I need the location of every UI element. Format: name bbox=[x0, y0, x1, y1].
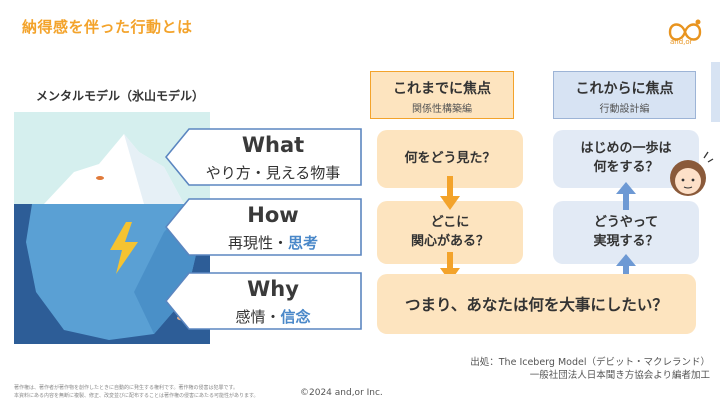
future-focus-subtitle: 行動設計編 bbox=[599, 104, 650, 115]
thinking-person-icon bbox=[670, 151, 714, 196]
past-box-how-line2: 関心がある？ bbox=[410, 233, 489, 249]
future-box-how-line1: どうやって bbox=[593, 214, 659, 230]
arrow-down-icon bbox=[440, 176, 460, 210]
future-focus-title: これからに焦点 bbox=[575, 81, 674, 97]
arrow-up-icon bbox=[616, 182, 636, 210]
past-focus-title: これまでに焦点 bbox=[393, 81, 491, 97]
why-subtitle: 感情・信念 bbox=[188, 306, 358, 327]
why-heading: Why bbox=[247, 277, 299, 301]
why-subtitle-plain: 感情・ bbox=[235, 308, 281, 326]
future-box-what-line2: 何をする？ bbox=[593, 160, 659, 175]
source-citation: 出処：The Iceberg Model（デビット・マクレランド） 一般社団法人… bbox=[420, 357, 710, 383]
future-box-what-line1: はじめの一歩は bbox=[580, 141, 672, 157]
future-focus-header: これからに焦点 行動設計編 bbox=[553, 71, 696, 119]
what-row-arrow bbox=[165, 128, 362, 186]
what-subtitle: やり方・見える物事 bbox=[205, 164, 341, 182]
future-box-how-line2: 実現する？ bbox=[593, 233, 659, 249]
how-row-arrow bbox=[165, 198, 362, 256]
how-heading: How bbox=[247, 203, 299, 227]
how-subtitle-plain: 再現性・ bbox=[227, 234, 288, 252]
future-box-what: はじめの一歩は 何をする？ bbox=[553, 130, 699, 188]
how-subtitle: 再現性・思考 bbox=[188, 232, 358, 253]
why-subtitle-highlight: 信念 bbox=[280, 308, 311, 326]
source-line-2: 一般社団法人日本聞き方協会より編者加工 bbox=[529, 369, 710, 381]
infinity-logo-icon bbox=[668, 19, 702, 41]
mental-model-label: メンタルモデル（氷山モデル） bbox=[36, 89, 205, 103]
logo-text: and,or bbox=[670, 38, 693, 46]
lightning-icon bbox=[110, 222, 138, 274]
past-focus-subtitle: 関係性構築編 bbox=[412, 104, 472, 115]
page-title: 納得感を伴った行動とは bbox=[22, 18, 193, 36]
copyright: ©2024 and,or Inc. bbox=[300, 388, 383, 398]
copyright-note: 著作権は、著作者が著作物を創作したときに自動的に発生する権利です。著作権の侵害は… bbox=[14, 385, 274, 400]
copyright-note-line1: 著作権は、著作者が著作物を創作したときに自動的に発生する権利です。著作権の侵害は… bbox=[14, 385, 239, 391]
past-focus-header: これまでに焦点 関係性構築編 bbox=[370, 71, 514, 119]
copyright-note-line2: 本資料にある内容を無断に複製、修正、改変並びに配布することは著作権の侵害にあたる… bbox=[14, 392, 259, 399]
source-line-1: 出処：The Iceberg Model（デビット・マクレランド） bbox=[470, 357, 710, 368]
core-question-box: つまり、あなたは何を大事にしたい？ bbox=[377, 274, 696, 334]
arrow-up-icon-2 bbox=[616, 254, 636, 280]
why-row-arrow bbox=[165, 272, 362, 330]
edge-strip bbox=[711, 62, 720, 122]
past-box-what-text: 何をどう見た？ bbox=[404, 150, 496, 166]
future-box-how: どうやって 実現する？ bbox=[553, 201, 699, 264]
what-heading: What bbox=[241, 133, 305, 157]
past-box-how-line1: どこに bbox=[430, 214, 470, 230]
how-subtitle-highlight: 思考 bbox=[288, 234, 319, 252]
